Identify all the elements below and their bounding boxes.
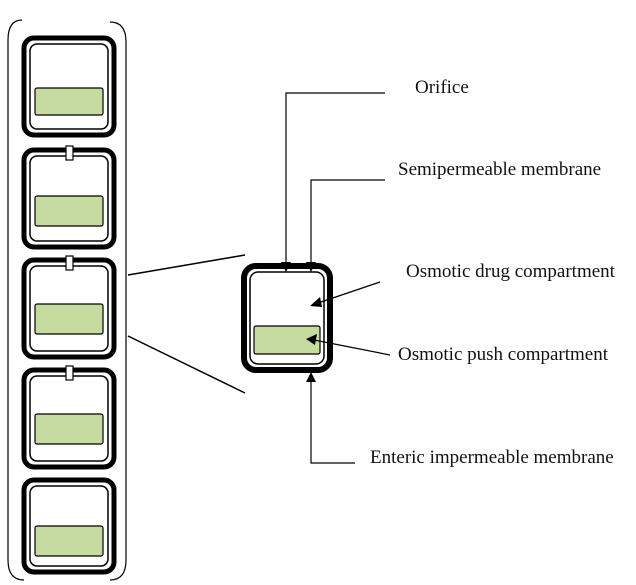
semipermeable-arrowhead [306, 262, 316, 272]
capsule-1 [21, 35, 117, 138]
push-layer-4 [34, 413, 104, 445]
orifice-3 [65, 255, 74, 271]
push-compartment-leader [313, 339, 391, 356]
zoom-line-top [127, 254, 246, 276]
orifice-4 [65, 365, 74, 381]
enlarged-push-layer [253, 325, 321, 355]
zoom-line-bottom [127, 335, 246, 394]
enteric-leader [310, 376, 355, 464]
enteric-impermeable-membrane-label: Enteric impermeable membrane [370, 447, 614, 468]
push-layer-3 [34, 303, 104, 335]
capsule-stack [21, 35, 117, 575]
push-compartment-arrowhead [306, 334, 317, 345]
drug-compartment-leader [317, 281, 381, 304]
semipermeable-membrane-label: Semipermeable membrane [398, 159, 602, 180]
enlarged-capsule [241, 263, 333, 373]
osmotic-push-compartment-label: Osmotic push compartment [398, 344, 609, 365]
push-layer-1 [34, 87, 104, 116]
capsule-5 [21, 477, 117, 575]
osmotic-drug-compartment-label: Osmotic drug compartment [406, 261, 615, 282]
stack-bracket [7, 19, 127, 581]
drug-compartment-arrowhead [310, 297, 322, 307]
orifice-2 [65, 145, 74, 161]
capsule-4 [21, 365, 117, 470]
capsule-2 [21, 145, 117, 250]
orifice-label: Orifice [415, 77, 469, 98]
semipermeable-leader [310, 179, 385, 268]
orifice-arrowhead [281, 262, 291, 272]
capsule-3 [21, 255, 117, 360]
enteric-arrowhead [306, 372, 316, 382]
push-layer-2 [34, 195, 104, 227]
orifice-leader [285, 92, 385, 268]
push-layer-5 [34, 525, 104, 557]
